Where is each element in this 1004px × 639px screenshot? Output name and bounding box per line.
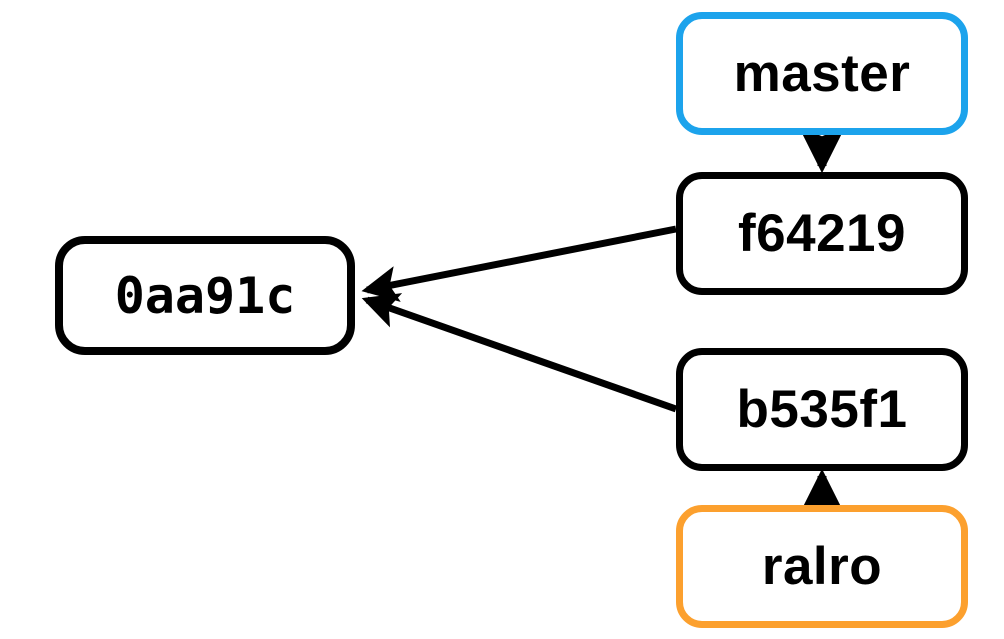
node-b535f1[interactable]: b535f1 bbox=[676, 348, 968, 471]
node-0aa91c-label: 0aa91c bbox=[114, 266, 296, 325]
node-f64219[interactable]: f64219 bbox=[676, 172, 968, 295]
node-ralro-label: ralro bbox=[761, 537, 883, 596]
node-master[interactable]: master bbox=[676, 12, 968, 135]
node-b535f1-label: b535f1 bbox=[736, 380, 908, 439]
edge-b535f1-to-0aa91c bbox=[361, 293, 678, 413]
node-master-label: master bbox=[733, 44, 911, 103]
edge-f64219-to-0aa91c bbox=[361, 225, 677, 302]
node-ralro[interactable]: ralro bbox=[676, 505, 968, 628]
node-0aa91c[interactable]: 0aa91c bbox=[55, 236, 355, 355]
node-f64219-label: f64219 bbox=[737, 204, 907, 263]
